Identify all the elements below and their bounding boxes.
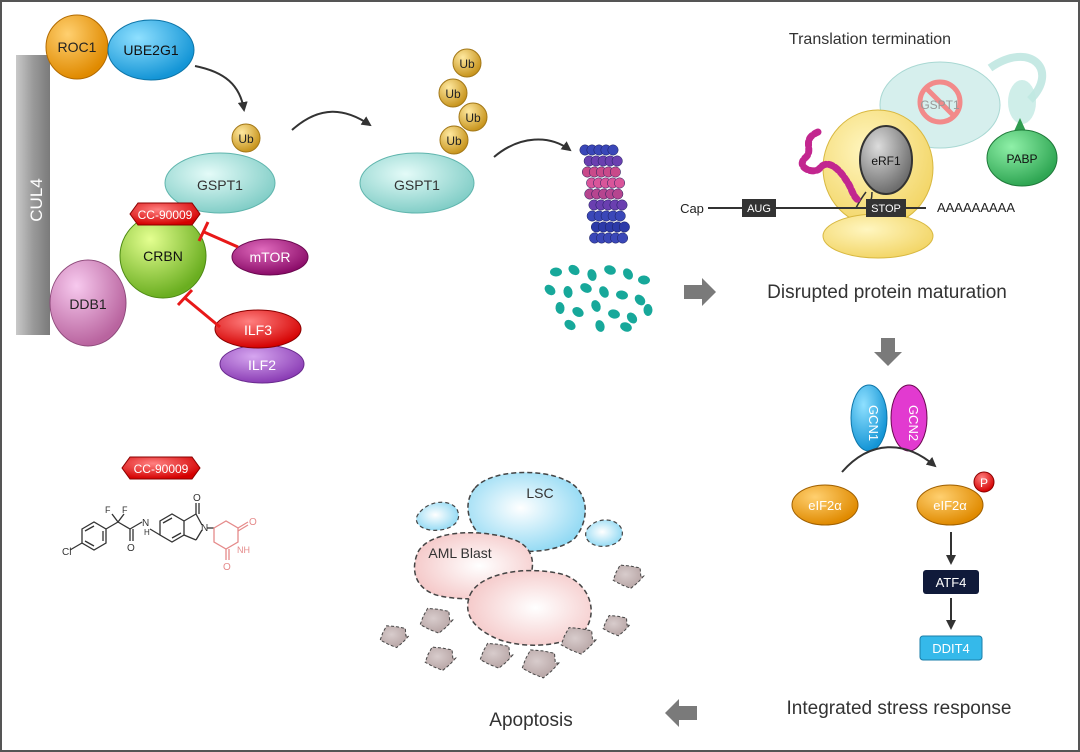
ddb1-label: DDB1 (69, 296, 107, 312)
translation-gspt1-label: GSPT1 (920, 98, 960, 112)
cc90009-tag-bound: CC-90009 (129, 202, 201, 226)
lsc-label: LSC (526, 485, 553, 501)
proteasome-icon (579, 144, 630, 244)
block-arrow-left (665, 699, 697, 727)
stop-label: STOP (871, 203, 901, 215)
phospho-label: P (980, 476, 988, 490)
erf1-label: eRF1 (871, 154, 901, 168)
cap-label: Cap (680, 201, 704, 216)
pabp-protein: PABP (986, 118, 1058, 187)
ilf3-label: ILF3 (244, 322, 272, 338)
gcn1-protein: GCN1 (850, 384, 888, 452)
atom-n-amide: N (142, 518, 149, 529)
ddb1-protein: DDB1 (49, 259, 127, 347)
aug-label: AUG (747, 203, 771, 215)
arrow-ub-transfer (194, 65, 248, 112)
eif2a-label: eIF2α (808, 498, 842, 513)
ub-chain-label-3: Ub (465, 111, 481, 125)
label-apoptosis: Apoptosis (489, 710, 572, 731)
cc90009-tag-structure (121, 456, 201, 480)
roc1-protein: ROC1 (45, 14, 109, 80)
mtor-inhibition (197, 221, 239, 249)
atf4-box: ATF4 (923, 570, 979, 594)
eif2a-phospho-label: eIF2α (933, 498, 967, 513)
aml-label: AML Blast (428, 545, 491, 561)
arrow-proteasome (493, 138, 572, 158)
ub-chain-label-2: Ub (445, 87, 461, 101)
lsc-cell (467, 471, 586, 553)
cul4-label: CUL4 (27, 178, 46, 221)
ub-chain-label-1: Ub (459, 57, 475, 71)
eif2a-phospho-protein: eIF2α P (916, 471, 995, 526)
atf4-label: ATF4 (936, 575, 967, 590)
ilf2-label: ILF2 (248, 357, 276, 373)
eif2a-protein: eIF2α (791, 484, 859, 526)
cell-cluster: LSC AML Blast (379, 471, 645, 679)
roc1-label: ROC1 (58, 39, 97, 55)
atom-n-ring: N (201, 523, 208, 534)
atom-h-amide: H (144, 528, 150, 537)
cc90009-structure-label: CC-90009 (134, 462, 189, 476)
ilf2-protein: ILF2 (219, 344, 305, 384)
mtor-protein: mTOR (231, 238, 309, 276)
ube2g1-label: UBE2G1 (123, 42, 178, 58)
cc90009-bound-label: CC-90009 (138, 208, 193, 222)
atom-cl: Cl (62, 547, 71, 558)
arrow-phosphorylation (841, 446, 937, 473)
small-cyan-cell-1 (415, 501, 460, 531)
crbn-label: CRBN (143, 248, 183, 264)
ub-single-label: Ub (238, 132, 254, 146)
gcn2-label: GCN2 (906, 405, 921, 441)
atom-f1: F (105, 505, 111, 515)
gspt1-ubiquitinated-label: GSPT1 (394, 177, 440, 193)
atom-o-lactam: O (193, 493, 201, 504)
ub-chain: Ub Ub Ub Ub (438, 48, 488, 155)
cc90009-structure: CC-90009 (62, 456, 257, 573)
small-cyan-cell-2 (585, 519, 623, 547)
peptide-fragments-icon (544, 264, 653, 332)
gcn1-label: GCN1 (866, 405, 881, 441)
mrna-strand: Cap AUG STOP AAAAAAAAA (680, 199, 1015, 217)
ilf3-protein: ILF3 (214, 309, 302, 349)
mtor-label: mTOR (250, 249, 291, 265)
polya-label: AAAAAAAAA (937, 200, 1015, 215)
ub-chain-label-4: Ub (446, 134, 462, 148)
crbn-protein: CRBN (119, 213, 207, 299)
atom-o-carbonyl: O (127, 543, 135, 554)
atom-o-imide-1: O (249, 517, 257, 528)
label-isr: Integrated stress response (787, 698, 1012, 719)
nascent-peptide (798, 128, 862, 204)
pabp-label: PABP (1006, 152, 1037, 166)
ilf3-inhibition (176, 288, 221, 329)
ddit4-label: DDIT4 (932, 641, 970, 656)
label-disrupted: Disrupted protein maturation (767, 282, 1007, 303)
ube2g1-protein: UBE2G1 (107, 19, 195, 81)
arrow-polyub (291, 110, 372, 131)
ddit4-box: DDIT4 (919, 635, 983, 661)
block-arrow-down (874, 338, 902, 366)
gspt1-bound: GSPT1 (164, 152, 276, 214)
apoptotic-debris (379, 564, 645, 679)
atom-nh-imide: NH (237, 545, 250, 555)
gspt1-ubiquitinated: GSPT1 (359, 152, 475, 214)
translation-title: Translation termination (789, 31, 951, 48)
ub-single: Ub (231, 123, 261, 153)
atom-o-imide-2: O (223, 562, 231, 573)
cul4-scaffold: CUL4 (16, 55, 50, 335)
gcn2-protein: GCN2 (890, 384, 928, 452)
block-arrow-right-1 (684, 278, 716, 306)
gspt1-bound-label: GSPT1 (197, 177, 243, 193)
atom-f2: F (122, 505, 128, 515)
